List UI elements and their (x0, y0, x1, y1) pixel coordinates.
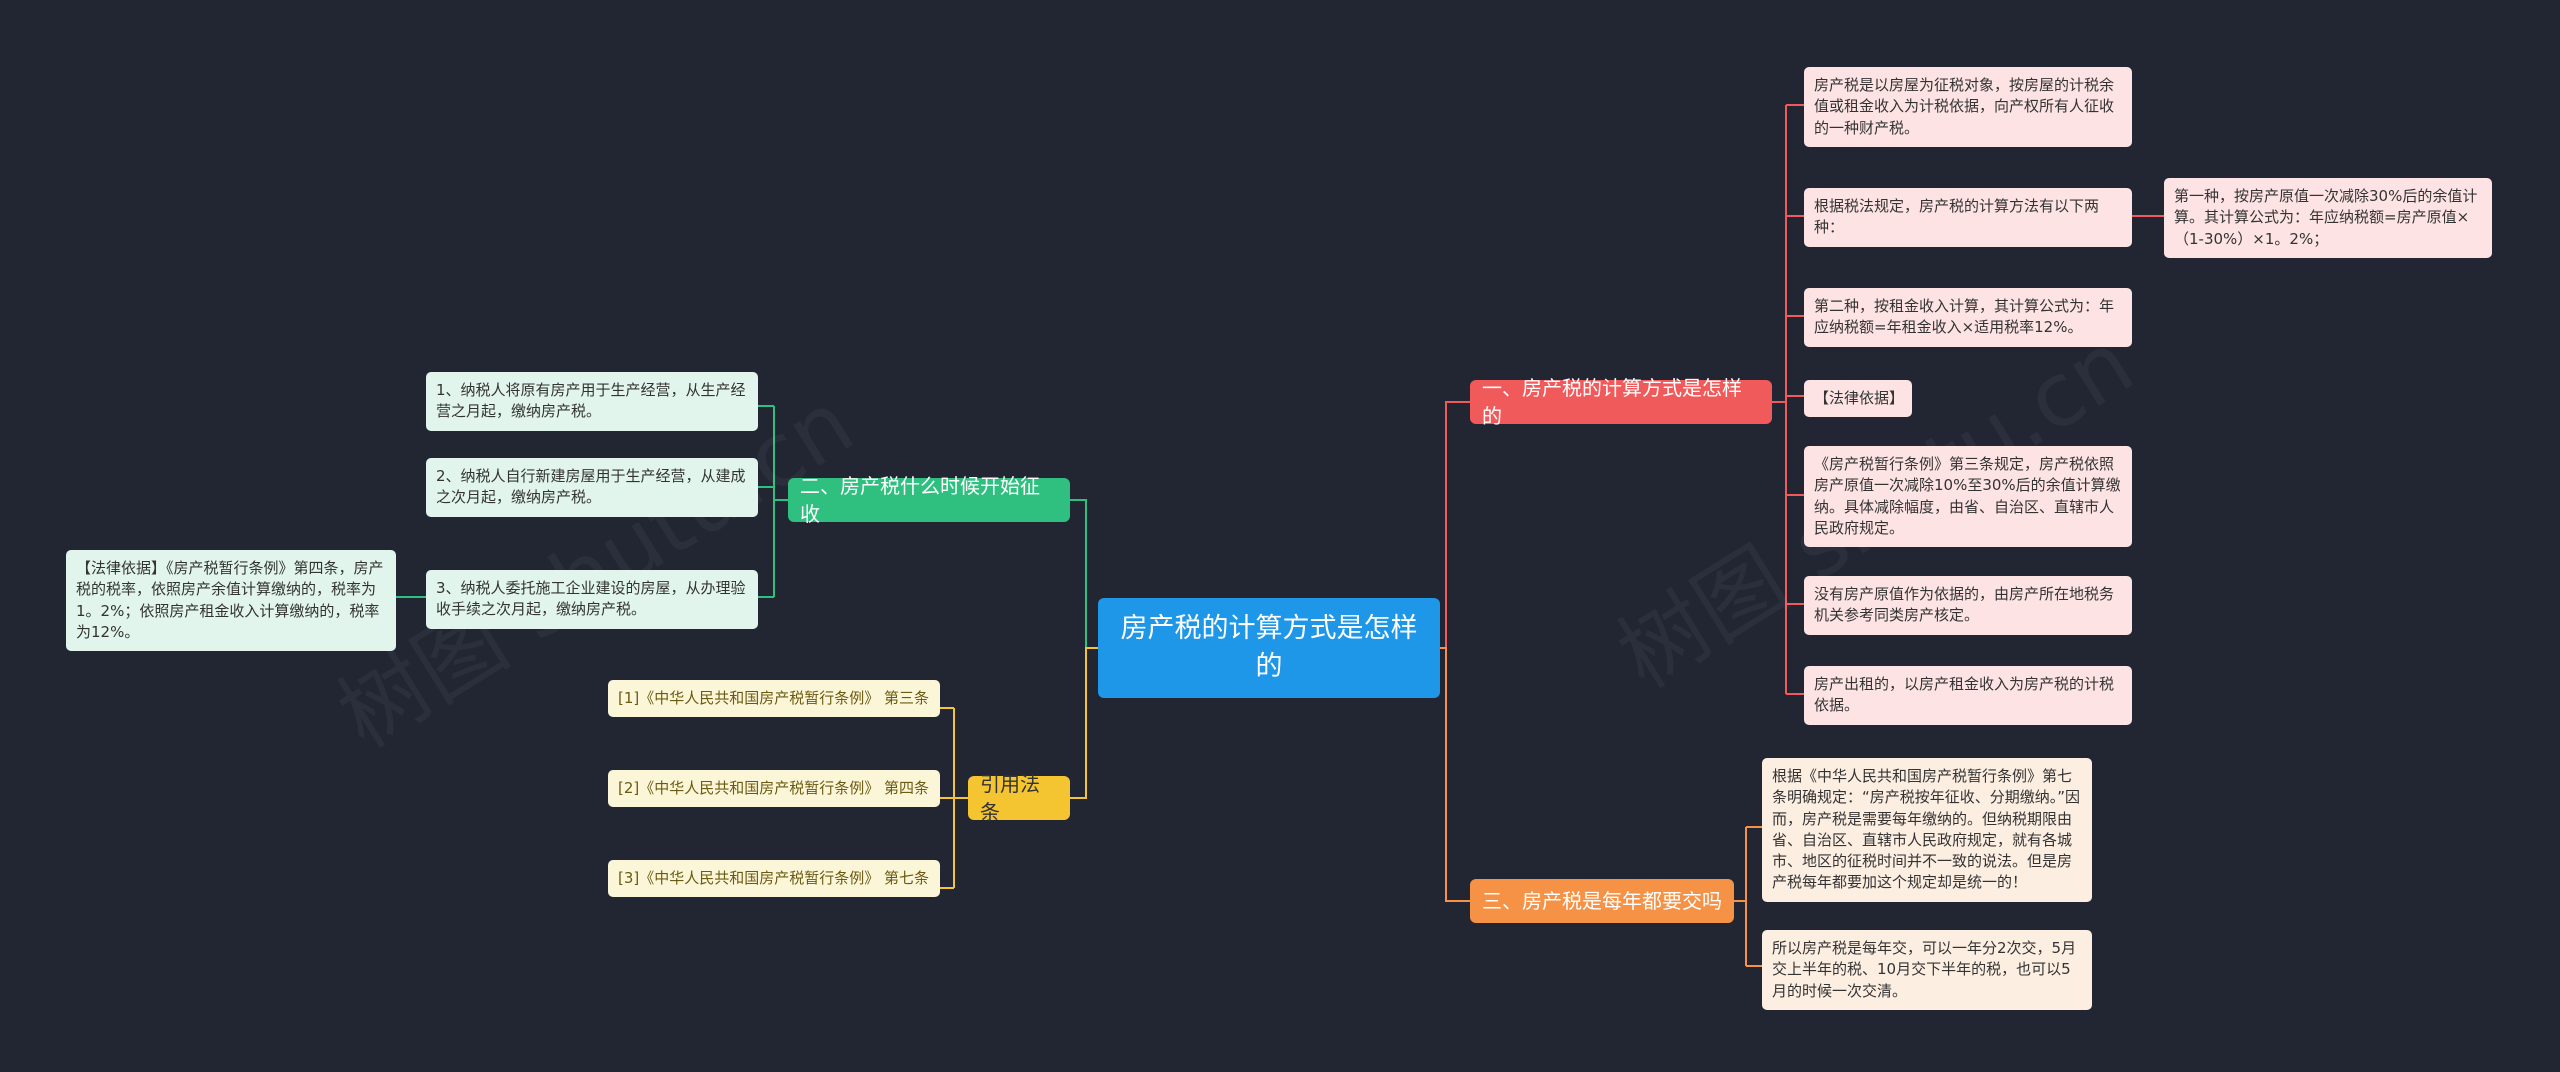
root-topic[interactable]: 房产税的计算方式是怎样的 (1098, 598, 1440, 698)
ref-leaf-article-7[interactable]: [3]《中华人民共和国房产税暂行条例》 第七条 (608, 860, 940, 898)
link-root-yearly (1440, 647, 1470, 902)
when-leaf-contracted-building[interactable]: 3、纳税人委托施工企业建设的房屋，从办理验收手续之次月起，缴纳房产税。 (426, 570, 758, 629)
link-calc-leaves (1772, 105, 1787, 694)
calc-leaf-rent-method[interactable]: 第二种，按租金收入计算，其计算公式为：年应纳税额=年租金收入×适用税率12%。 (1804, 288, 2132, 347)
calc-leaf-two-methods[interactable]: 根据税法规定，房产税的计算方法有以下两种： (1804, 188, 2132, 247)
calc-leaf-definition[interactable]: 房产税是以房屋为征税对象，按房屋的计税余值或租金收入为计税依据，向产权所有人征收… (1804, 67, 2132, 147)
branch-cited-laws[interactable]: 引用法条 (968, 772, 1070, 824)
link-root-refs (1070, 647, 1098, 799)
link-root-when (1070, 499, 1098, 649)
calc-sub-original-value-method[interactable]: 第一种，按房产原值一次减除30%后的余值计算。其计算公式为：年应纳税额=房产原值… (2164, 178, 2492, 258)
link-root-calc (1440, 401, 1470, 649)
branch-calculation-method[interactable]: 一、房产税的计算方式是怎样的 (1470, 376, 1772, 428)
when-sub-legal-basis[interactable]: 【法律依据】《房产税暂行条例》第四条，房产税的税率，依照房产余值计算缴纳的，税率… (66, 550, 396, 652)
yearly-leaf-article-7[interactable]: 根据《中华人民共和国房产税暂行条例》第七条明确规定：“房产税按年征收、分期缴纳。… (1762, 758, 2092, 902)
calc-leaf-rental[interactable]: 房产出租的，以房产租金收入为房产税的计税依据。 (1804, 666, 2132, 725)
calc-leaf-article-3[interactable]: 《房产税暂行条例》第三条规定，房产税依照房产原值一次减除10%至30%后的余值计… (1804, 446, 2132, 548)
ref-leaf-article-3[interactable]: [1]《中华人民共和国房产税暂行条例》 第三条 (608, 680, 940, 718)
ref-leaf-article-4[interactable]: [2]《中华人民共和国房产税暂行条例》 第四条 (608, 770, 940, 808)
calc-leaf-no-original-value[interactable]: 没有房产原值作为依据的，由房产所在地税务机关参考同类房产核定。 (1804, 576, 2132, 635)
branch-when-collected[interactable]: 二、房产税什么时候开始征收 (788, 474, 1070, 526)
link-when-leaves (773, 406, 788, 597)
link-yearly-leaves (1734, 827, 1747, 966)
branch-yearly-payment[interactable]: 三、房产税是每年都要交吗 (1470, 879, 1734, 923)
when-leaf-existing-property[interactable]: 1、纳税人将原有房产用于生产经营，从生产经营之月起，缴纳房产税。 (426, 372, 758, 431)
link-refs-leaves (953, 708, 968, 888)
when-leaf-new-building[interactable]: 2、纳税人自行新建房屋用于生产经营，从建成之次月起，缴纳房产税。 (426, 458, 758, 517)
calc-leaf-legal-basis[interactable]: 【法律依据】 (1804, 380, 1912, 418)
yearly-leaf-installments[interactable]: 所以房产税是每年交，可以一年分2次交，5月交上半年的税、10月交下半年的税，也可… (1762, 930, 2092, 1010)
